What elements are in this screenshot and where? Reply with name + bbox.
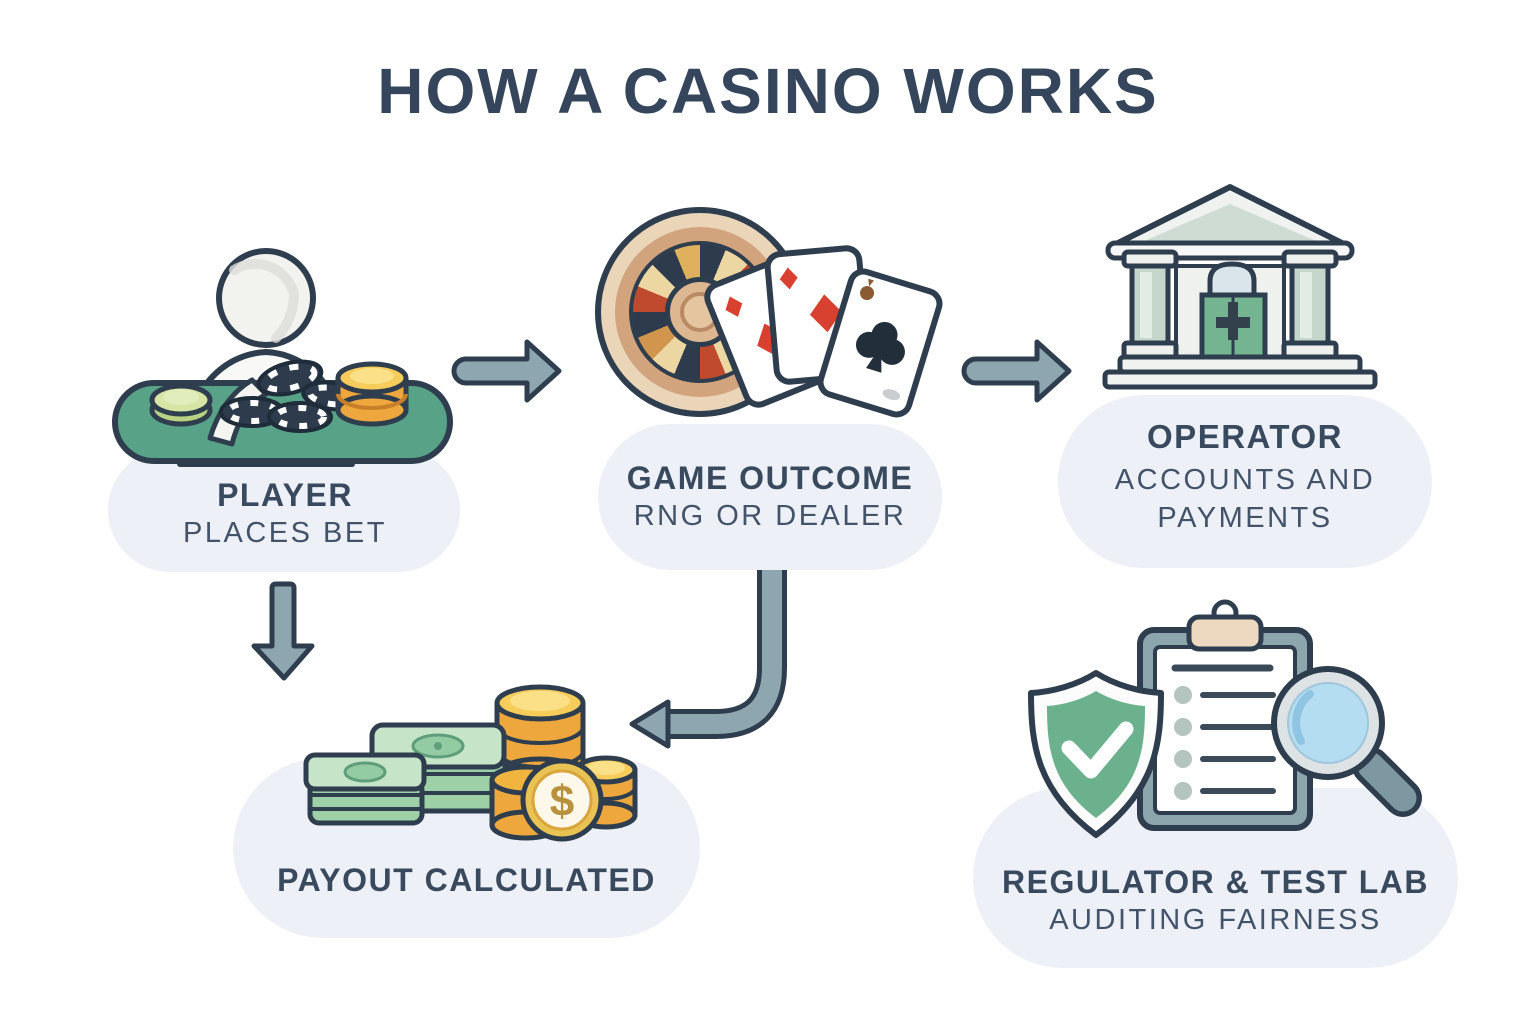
regulator-node-subtitle: AUDITING FAIRNESS [1049, 904, 1382, 936]
arrow-game-to-operator [961, 339, 1072, 403]
operator-node-blob [1058, 395, 1432, 568]
bank-arch-window [1207, 261, 1257, 298]
player-node-blob [108, 448, 460, 572]
game-node-blob [598, 424, 942, 570]
shield-check-icon [1028, 670, 1164, 838]
page-title: HOW A CASINO WORKS [377, 55, 1159, 127]
player-node-subtitle: PLACES BET [183, 517, 387, 549]
player-at-table-icon [100, 240, 470, 470]
bank-building-icon [1095, 180, 1385, 395]
game-node-title: GAME OUTCOME [626, 460, 914, 496]
bill-stack-front [303, 752, 427, 826]
svg-text:$: $ [550, 777, 574, 826]
dollar-coin-icon: $ [520, 758, 604, 842]
arrow-game-to-payout [629, 570, 787, 749]
bank-column-left [1121, 249, 1179, 360]
bank-steps [1102, 354, 1378, 390]
game-node-subtitle: RNG OR DEALER [633, 500, 907, 532]
player-node-title: PLAYER [217, 477, 353, 513]
operator-node-subtitle: ACCOUNTS AND PAYMENTS [1114, 464, 1376, 534]
roulette-and-cards-icon [575, 185, 965, 435]
clipboard-icon [1137, 599, 1313, 831]
regulator-node-title: REGULATOR & TEST LAB [1001, 864, 1430, 900]
arrow-player-to-payout [251, 581, 315, 681]
card-club [817, 268, 943, 418]
bank-door [1199, 292, 1268, 360]
bank-column-right [1281, 249, 1339, 360]
shield-checklist-magnifier-icon [1005, 595, 1425, 840]
checklist-rows [1174, 686, 1276, 800]
gold-coin-stack [335, 361, 409, 427]
green-chip-stack [149, 383, 213, 427]
cash-and-coins-icon: $ [290, 675, 650, 860]
bank-pediment [1105, 184, 1355, 261]
playing-cards-icon [704, 245, 943, 418]
payout-node-title: PAYOUT CALCULATED [277, 862, 656, 898]
operator-node-title: OPERATOR [1147, 418, 1343, 455]
magnifier-icon [1271, 666, 1422, 817]
